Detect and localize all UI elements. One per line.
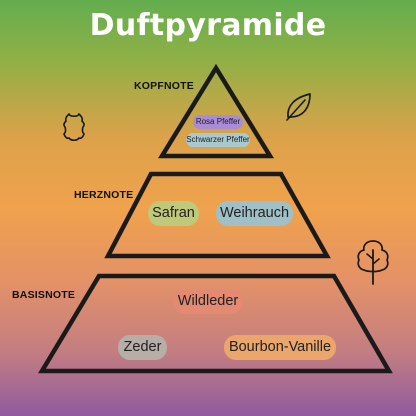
note-wildleder: Wildleder xyxy=(173,289,243,314)
pyramid-tier-top xyxy=(157,63,275,159)
leather-hide-icon xyxy=(63,113,85,142)
note-rosa-pfeffer: Rosa Pfeffer xyxy=(193,115,243,129)
note-bourbon-vanille: Bourbon-Vanille xyxy=(224,335,336,360)
note-safran: Safran xyxy=(148,201,199,226)
level-label-herznote: HERZNOTE xyxy=(74,189,134,201)
diagram-title: Duftpyramide xyxy=(89,8,327,43)
pyramid-tier-base xyxy=(38,273,393,374)
tree-icon xyxy=(357,240,389,285)
pyramid-tier-heart xyxy=(104,171,331,259)
leaf-icon xyxy=(286,93,311,121)
note-weihrauch: Weihrauch xyxy=(216,201,293,226)
note-zeder: Zeder xyxy=(118,335,167,360)
level-label-kopfnote: KOPFNOTE xyxy=(134,80,194,92)
note-schwarzer-pfeffer: Schwarzer Pfeffer xyxy=(186,133,250,147)
level-label-basisnote: BASISNOTE xyxy=(12,289,76,301)
